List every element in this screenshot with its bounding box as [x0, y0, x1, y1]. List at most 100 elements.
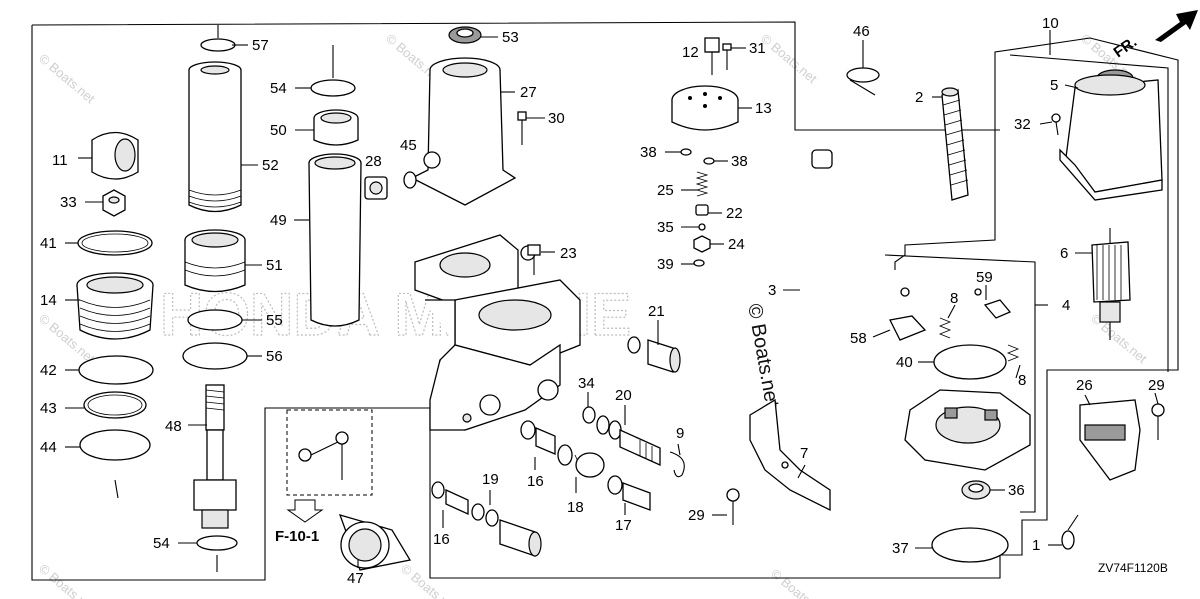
callout-9: 9 — [676, 425, 684, 442]
part-18-spring — [557, 444, 605, 478]
callout-50: 50 — [270, 122, 287, 139]
part-34-washer — [582, 406, 596, 424]
part-16-upper — [520, 420, 556, 455]
callout-21: 21 — [648, 303, 665, 320]
part-2-cable — [941, 87, 969, 201]
callout-45: 45 — [400, 137, 417, 154]
callout-54-upper: 54 — [270, 80, 287, 97]
part-8-spring-b — [1006, 344, 1020, 362]
part-11-bushing — [91, 131, 139, 180]
callout-28: 28 — [365, 153, 382, 170]
part-37-oring — [931, 527, 1009, 563]
part-40-oring — [933, 344, 1007, 380]
callout-38-left: 38 — [640, 144, 657, 161]
part-44-oring — [79, 429, 151, 499]
part-7-bracket — [749, 398, 831, 512]
part-45-oring — [403, 171, 417, 189]
callout-29-right: 29 — [1148, 377, 1165, 394]
callout-16-lower: 16 — [433, 531, 450, 548]
callout-31: 31 — [749, 40, 766, 57]
part-25-spring — [695, 171, 709, 197]
part-43-oring — [83, 391, 147, 419]
part-19-plug — [471, 503, 542, 557]
callout-59: 59 — [976, 269, 993, 286]
callout-24: 24 — [728, 236, 745, 253]
part-26-bracket — [1079, 399, 1141, 481]
part-22-valve — [695, 204, 709, 216]
part-41-oring — [77, 230, 153, 256]
callout-36: 36 — [1008, 482, 1025, 499]
callout-29-left: 29 — [688, 507, 705, 524]
part-29-bolt-left — [726, 488, 740, 525]
callout-30: 30 — [548, 110, 565, 127]
callout-7: 7 — [800, 445, 808, 462]
part-20-valve — [596, 415, 661, 467]
callout-41: 41 — [40, 235, 57, 252]
watermark: © Boats.net — [768, 566, 830, 599]
callout-16-upper: 16 — [527, 473, 544, 490]
part-47-sleeve — [338, 514, 412, 571]
callout-22: 22 — [726, 205, 743, 222]
part-54-oring-lower — [196, 535, 238, 572]
part-23-bolt — [527, 244, 541, 275]
callout-53: 53 — [502, 29, 519, 46]
part-4-brush-holder — [904, 389, 1031, 471]
part-21-valve — [627, 336, 681, 373]
frame-outlines — [31, 21, 1179, 581]
part-57-oring — [200, 25, 236, 52]
reference-label: F-10-1 — [275, 528, 319, 545]
part-33-nut — [102, 189, 126, 217]
callout-32: 32 — [1014, 116, 1031, 133]
part-56-oring — [182, 342, 248, 370]
callout-58: 58 — [850, 330, 867, 347]
part-54-oring-upper — [310, 45, 356, 97]
diagram-code: ZV74F1120B — [1098, 561, 1168, 575]
leader-lines — [65, 30, 1159, 568]
part-28-valve — [364, 176, 388, 200]
part-17-plug — [607, 475, 651, 511]
callout-20: 20 — [615, 387, 632, 404]
part-49-tube — [308, 153, 362, 327]
callout-35: 35 — [657, 219, 674, 236]
callout-44: 44 — [40, 439, 57, 456]
part-31-screw — [722, 43, 732, 70]
part-14-cap — [76, 272, 154, 340]
callout-43: 43 — [40, 400, 57, 417]
part-6-armature — [1091, 228, 1131, 340]
callout-55: 55 — [266, 312, 283, 329]
callout-19: 19 — [482, 471, 499, 488]
part-46-clamp — [846, 67, 880, 96]
reference-box: F-10-1 — [275, 409, 373, 545]
callout-13: 13 — [755, 100, 772, 117]
callout-47: 47 — [347, 570, 364, 587]
part-16-lower — [431, 481, 469, 516]
part-52-cylinder — [188, 61, 242, 213]
part-1-clamp — [1061, 514, 1079, 550]
callout-17: 17 — [615, 517, 632, 534]
watermark-large: © Boats.net — [743, 302, 783, 409]
callout-18: 18 — [567, 499, 584, 516]
callout-40: 40 — [896, 354, 913, 371]
part-42-oring — [78, 355, 154, 385]
callout-42: 42 — [40, 362, 57, 379]
part-35-ball — [698, 223, 706, 231]
callout-27: 27 — [520, 84, 537, 101]
callout-52: 52 — [262, 157, 279, 174]
callout-51: 51 — [266, 257, 283, 274]
part-9-clip — [669, 451, 685, 478]
part-38-oring-b — [703, 157, 715, 165]
part-48-rod — [193, 384, 237, 529]
part-58-holder — [889, 287, 927, 341]
callout-48: 48 — [165, 418, 182, 435]
front-arrow-icon — [1155, 10, 1198, 42]
callout-57: 57 — [252, 37, 269, 54]
callout-3: 3 — [768, 282, 776, 299]
part-12-screw — [704, 37, 720, 75]
callout-5: 5 — [1050, 77, 1058, 94]
callout-26: 26 — [1076, 377, 1093, 394]
callout-12: 12 — [682, 44, 699, 61]
callout-34: 34 — [578, 375, 595, 392]
callout-8-upper: 8 — [950, 290, 958, 307]
part-59-clip — [974, 288, 1012, 319]
part-30-bolt — [517, 111, 527, 145]
